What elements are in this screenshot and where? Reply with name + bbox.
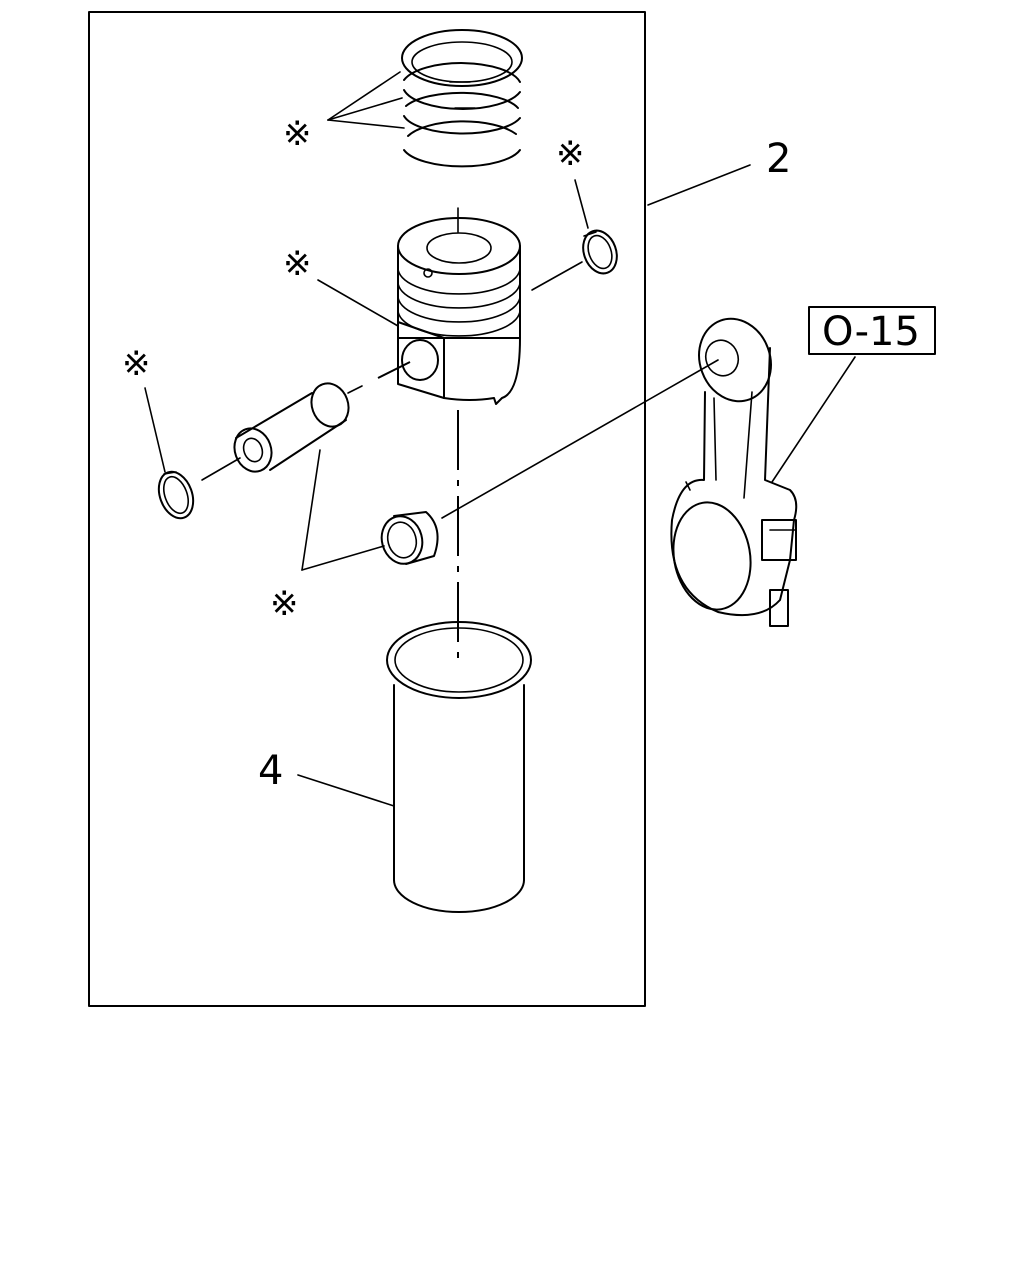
piston[interactable] [397, 217, 521, 405]
snap-ring-right-leader [574, 179, 589, 229]
callout-2[interactable]: 2 [647, 136, 791, 206]
bushing-to-rod-axis [441, 359, 719, 519]
piston-rings[interactable] [401, 29, 523, 168]
lower-mark-leader-b [301, 545, 385, 571]
snap-ring-right[interactable] [577, 226, 622, 278]
mark-piston: ※ [283, 244, 312, 284]
pin-axis-a [347, 385, 363, 394]
snap-ring-left-axis [201, 457, 241, 481]
callout-4[interactable]: 4 [258, 748, 395, 807]
mark-pin-bushing: ※ [270, 584, 299, 624]
callout-4-label: 4 [258, 748, 283, 794]
cylinder-liner[interactable] [386, 621, 532, 913]
reference-box-label: O-15 [822, 309, 920, 355]
snap-ring-left[interactable] [153, 467, 199, 523]
mark-snap-ring-left: ※ [122, 344, 151, 384]
pin-axis-b [377, 361, 411, 379]
connecting-rod[interactable] [665, 309, 798, 627]
assembly-frame [88, 11, 646, 1007]
lower-mark-leader-a [301, 449, 321, 571]
piston-leader [317, 279, 399, 327]
bushing[interactable] [376, 511, 439, 569]
mark-rings: ※ [283, 114, 312, 154]
mark-snap-ring-right: ※ [556, 134, 585, 174]
snap-ring-right-axis [531, 261, 583, 291]
snap-ring-left-leader [144, 387, 166, 473]
callout-2-label: 2 [766, 136, 791, 182]
piston-pin[interactable] [229, 378, 355, 477]
ring-leaders [327, 71, 405, 129]
reference-box[interactable]: O-15 [771, 306, 936, 483]
